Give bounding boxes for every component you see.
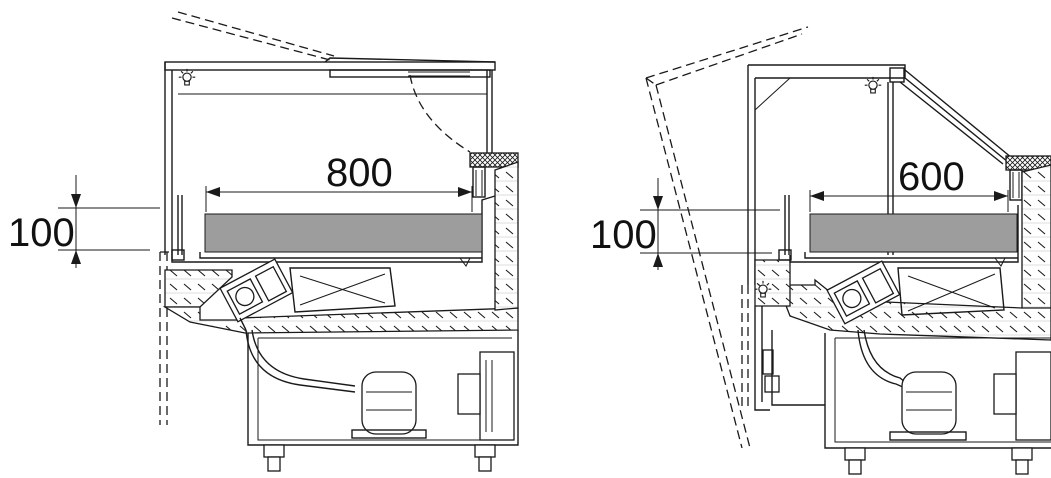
left-canopy-top: [164, 61, 496, 71]
left-canopy-edge: [324, 57, 496, 63]
right-insulated-floor: [777, 278, 1051, 341]
left-machine-compartment: [247, 330, 519, 446]
right-display-tray: [809, 213, 1018, 253]
left-condenser: [479, 351, 515, 441]
right-sloped-glass: [899, 69, 1013, 165]
right-foot-rear: [1011, 447, 1033, 475]
light-bulb-icon: [178, 68, 196, 86]
right-insulated-back: [1021, 164, 1051, 341]
right-depth-dimension-label: 600: [898, 155, 965, 199]
left-evaporator: [289, 267, 396, 313]
right-front-riser: [784, 195, 790, 255]
right-fan: [826, 260, 901, 325]
left-rear-bracket: [472, 166, 486, 198]
left-fan: [219, 258, 294, 323]
left-compressor: [361, 371, 417, 435]
right-insulated-front: [754, 259, 791, 307]
left-door-swing-arc: [409, 74, 471, 153]
left-front-riser: [177, 195, 183, 255]
left-insulated-back: [494, 161, 519, 311]
left-foot-front: [263, 444, 285, 472]
left-glass-rail: [408, 71, 470, 77]
right-canopy-top: [748, 64, 906, 79]
left-display-tray: [204, 213, 483, 253]
right-condenser: [1015, 351, 1051, 441]
right-machine-compartment: [824, 333, 1051, 449]
light-bulb-icon: [864, 76, 882, 94]
left-insulated-tub: [164, 269, 233, 308]
right-lower-front-panel: [754, 306, 770, 411]
right-display-unit: 600 100: [590, 26, 1051, 475]
right-height-dimension-label: 100: [590, 213, 657, 257]
right-evaporator: [897, 267, 1005, 316]
left-rear-glass: [486, 70, 493, 160]
left-rear-top-edge: [469, 152, 519, 168]
left-front-glass: [164, 62, 173, 255]
left-insulated-floor: [162, 306, 519, 334]
left-foot-rear: [474, 444, 496, 472]
left-display-unit: 800 100: [8, 11, 519, 472]
right-inner-liner: [789, 205, 1019, 263]
right-drain-pipe: [857, 329, 906, 389]
right-compressor: [901, 371, 957, 435]
right-foot-front: [844, 447, 866, 475]
right-height-dimension: 100: [590, 178, 780, 270]
left-height-dimension: 100: [8, 175, 160, 268]
left-depth-dimension-label: 800: [326, 151, 393, 195]
left-height-dimension-label: 100: [8, 211, 75, 255]
right-open-front-outline: [645, 26, 809, 449]
right-front-panel: [747, 65, 756, 285]
left-open-lid-outline: [171, 11, 335, 61]
left-drain-pipe: [245, 329, 356, 393]
left-depth-dimension: 800: [205, 151, 473, 212]
right-depth-dimension: 600: [809, 155, 1009, 212]
left-sliding-glass: [329, 69, 491, 78]
